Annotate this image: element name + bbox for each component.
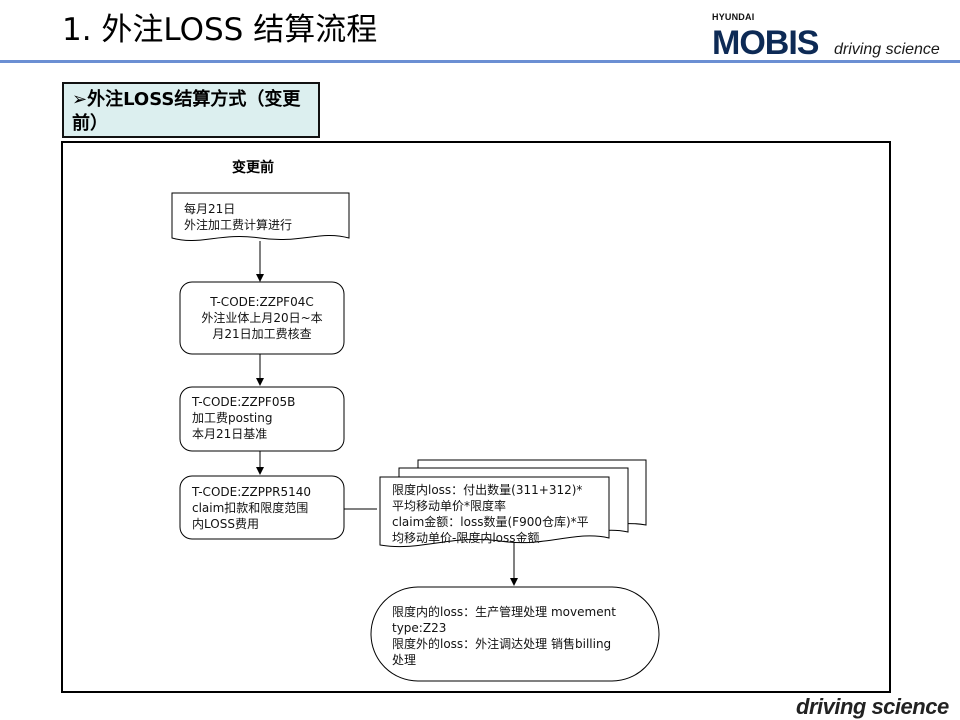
start-line-2: 外注加工费计算进行 <box>184 218 293 232</box>
docs-line-4: 均移动单价-限度内loss金额 <box>392 531 540 545</box>
end-line-3: 限度外的loss：外注调达处理 销售billing <box>392 637 612 651</box>
docs-line-2: 平均移动单价*限度率 <box>392 499 507 513</box>
end-terminator: 限度内的loss：生产管理处理 movement type:Z23 限度外的lo… <box>392 604 616 668</box>
logo-brand: MOBIS <box>712 24 819 62</box>
step2-line-3: 本月21日基准 <box>192 427 268 441</box>
section-label: ➢外注LOSS结算方式（变更前） <box>62 82 320 138</box>
end-line-1: 限度内的loss：生产管理处理 movement <box>392 605 616 619</box>
step1-shape <box>179 281 345 355</box>
diagram-heading: 变更前 <box>232 160 274 176</box>
start-line-1: 每月21日 <box>184 202 236 216</box>
end-line-4: 处理 <box>392 653 417 667</box>
step3-line-1: T-CODE:ZZPPR5140 <box>192 485 312 499</box>
step1-line-2: 外注业体上月20日~本 <box>201 311 323 325</box>
docs-line-1: 限度内loss：付出数量(311+312)* <box>392 483 583 497</box>
step1-box: T-CODE:ZZPF04C 外注业体上月20日~本 月21日加工费核查 <box>182 294 342 342</box>
logo-brand-small: HYUNDAI <box>712 12 755 22</box>
footer-tagline: driving science <box>796 694 949 719</box>
mobis-logo: HYUNDAI MOBIS driving science <box>706 8 956 62</box>
step2-line-2: 加工费posting <box>192 411 273 425</box>
step2-line-1: T-CODE:ZZPF05B <box>192 395 296 409</box>
step3-line-3: 内LOSS费用 <box>192 517 259 531</box>
page-title: 1. 外注LOSS 结算流程 <box>62 12 378 48</box>
step2-box: T-CODE:ZZPF05B 加工费posting 本月21日基准 <box>192 394 295 442</box>
step1-line-3: 月21日加工费核查 <box>212 327 312 341</box>
step1-line-1: T-CODE:ZZPF04C <box>210 295 314 309</box>
step3-shape <box>179 475 345 540</box>
calc-documents: 限度内loss：付出数量(311+312)* 平均移动单价*限度率 claim金… <box>392 482 589 546</box>
docs-line-3: claim金额：loss数量(F900仓库)*平 <box>392 515 589 529</box>
start-document-shape <box>171 192 350 241</box>
end-line-2: type:Z23 <box>392 621 447 635</box>
title-divider <box>0 60 960 63</box>
end-terminator-shape <box>370 586 660 682</box>
start-document: 每月21日 外注加工费计算进行 <box>184 201 292 233</box>
step3-box: T-CODE:ZZPPR5140 claim扣款和限度范围 内LOSS费用 <box>192 484 311 532</box>
docs-shape-front <box>379 476 610 548</box>
step2-shape <box>179 386 345 452</box>
logo-tagline: driving science <box>834 41 940 58</box>
step3-line-2: claim扣款和限度范围 <box>192 501 309 515</box>
